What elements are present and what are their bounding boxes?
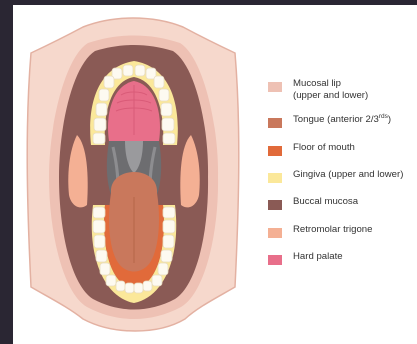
- figure-panel: Mucosal lip(upper and lower) Tongue (ant…: [13, 5, 417, 344]
- legend-swatch-mucosal-lip: [268, 82, 282, 92]
- legend-swatch-retromolar-trigone: [268, 228, 282, 238]
- legend-swatch-tongue: [268, 118, 282, 128]
- legend-item-mucosal-lip: Mucosal lip(upper and lower): [268, 78, 368, 102]
- legend-label-buccal-mucosa: Buccal mucosa: [293, 196, 358, 208]
- legend-label-gingiva: Gingiva (upper and lower): [293, 169, 403, 181]
- legend-item-tongue: Tongue (anterior 2/3rds): [268, 114, 391, 128]
- legend-swatch-buccal-mucosa: [268, 200, 282, 210]
- legend-label-hard-palate: Hard palate: [293, 251, 343, 263]
- legend-label-retromolar-trigone: Retromolar trigone: [293, 224, 372, 236]
- legend-label-tongue: Tongue (anterior 2/3rds): [293, 114, 391, 126]
- legend-item-gingiva: Gingiva (upper and lower): [268, 169, 403, 183]
- legend-label-mucosal-lip: Mucosal lip(upper and lower): [293, 78, 368, 102]
- legend-swatch-floor-of-mouth: [268, 146, 282, 156]
- legend-label-floor-of-mouth: Floor of mouth: [293, 142, 355, 154]
- legend-swatch-hard-palate: [268, 255, 282, 265]
- oral-cavity-diagram: [13, 5, 268, 344]
- legend-item-floor-of-mouth: Floor of mouth: [268, 142, 355, 156]
- legend-item-retromolar-trigone: Retromolar trigone: [268, 224, 372, 238]
- legend-item-buccal-mucosa: Buccal mucosa: [268, 196, 358, 210]
- legend-item-hard-palate: Hard palate: [268, 251, 343, 265]
- legend-swatch-gingiva: [268, 173, 282, 183]
